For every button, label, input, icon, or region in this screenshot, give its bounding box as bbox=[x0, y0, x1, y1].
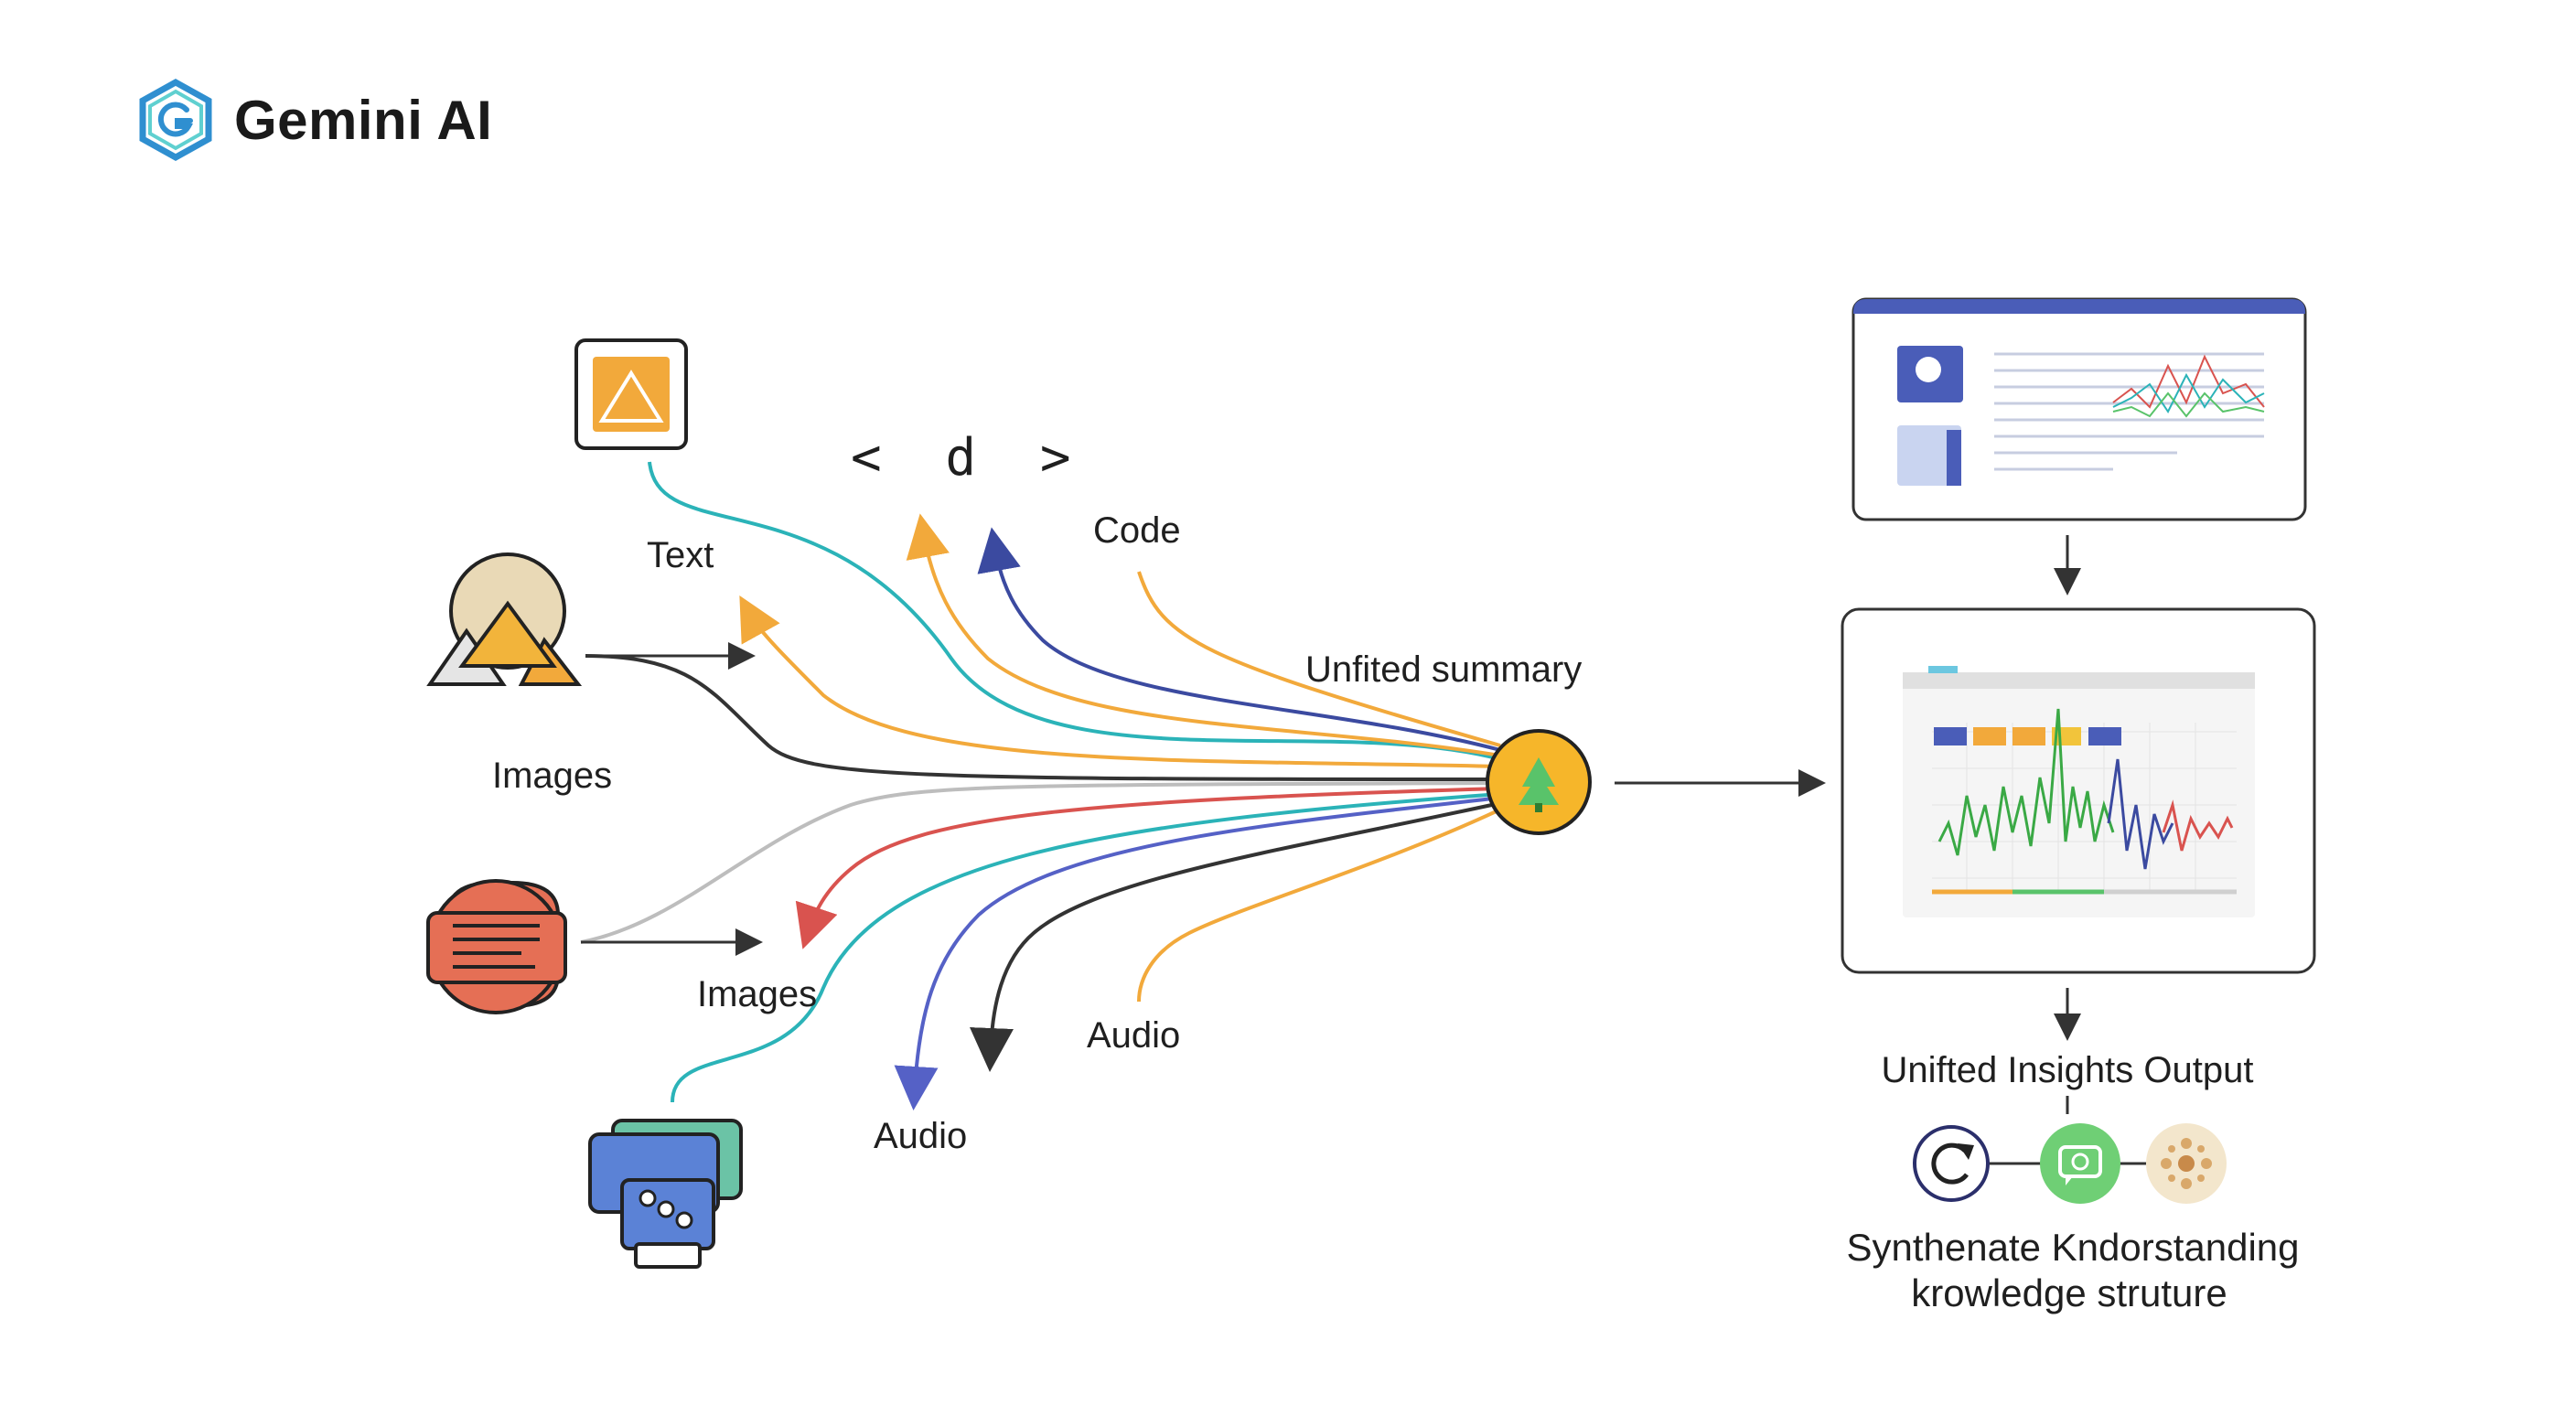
hub-node bbox=[1486, 729, 1592, 835]
flow-line-audio-right bbox=[1137, 808, 1501, 1003]
flow-line-images-gray bbox=[580, 781, 1501, 944]
flow-line-dark-bottom bbox=[970, 801, 1501, 1072]
document-report-icon bbox=[1897, 346, 1963, 486]
flow-line-code-left bbox=[906, 513, 1501, 757]
text-lines-icon bbox=[426, 879, 567, 1014]
hexagon-g-logo-icon bbox=[139, 79, 212, 161]
hub-label: Unfited summary bbox=[1305, 649, 1583, 690]
label-images-bottom: Images bbox=[697, 974, 818, 1014]
output-icon-row bbox=[1913, 1123, 2227, 1204]
code-symbol: < d > bbox=[851, 428, 1088, 488]
flow-lines bbox=[580, 461, 1501, 1110]
tree-icon bbox=[1519, 757, 1559, 812]
waveform-chart-icon bbox=[1932, 708, 2237, 895]
network-blocks-icon bbox=[588, 1119, 743, 1269]
flow-line-text-icon bbox=[648, 461, 1501, 761]
brand-title: Gemini AI bbox=[234, 89, 493, 151]
flow-line-teal-bottom bbox=[671, 792, 1501, 1103]
label-text: Text bbox=[647, 535, 714, 575]
caption-line1: Synthenate Kndorstanding bbox=[1846, 1226, 2300, 1269]
label-code: Code bbox=[1093, 510, 1181, 551]
flow-line-code-label bbox=[1137, 571, 1501, 747]
waveform-chart-panel bbox=[1841, 607, 2316, 974]
refresh-icon bbox=[1913, 1125, 1990, 1202]
sparkle-icon bbox=[2146, 1123, 2227, 1204]
triangle-document-icon bbox=[574, 338, 688, 450]
chat-icon bbox=[2040, 1123, 2120, 1204]
brand: Gemini AI bbox=[137, 79, 492, 161]
flow-line-images-top bbox=[585, 654, 1501, 781]
flow-line-red bbox=[795, 787, 1501, 949]
document-report-panel bbox=[1852, 297, 2307, 521]
shapes-icon bbox=[426, 552, 583, 686]
insights-title: Unifted Insights Output bbox=[1881, 1050, 2254, 1090]
flow-line-text-label bbox=[739, 595, 1501, 768]
caption-line2: krowledge struture bbox=[1911, 1271, 2227, 1314]
label-images-top: Images bbox=[492, 756, 613, 796]
label-audio-right: Audio bbox=[1087, 1015, 1181, 1056]
flow-line-code-right bbox=[977, 527, 1501, 752]
flow-line-audio-left bbox=[894, 796, 1501, 1110]
label-audio-bottom: Audio bbox=[874, 1116, 968, 1156]
